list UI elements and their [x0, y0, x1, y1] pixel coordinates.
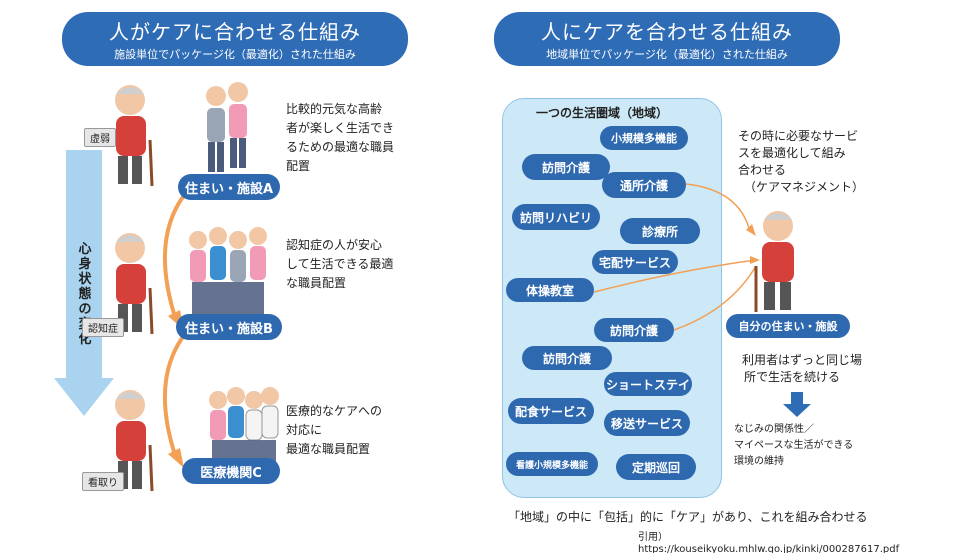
service-pill: 配食サービス	[508, 398, 594, 424]
service-pill: 移送サービス	[604, 410, 690, 436]
left-subtitle: 施設単位でパッケージ化（最適化）された仕組み	[114, 48, 356, 61]
care-management-note: その時に必要なサービスを最適化して組み合わせる（ケアマネジメント）	[738, 129, 865, 194]
stage-label-frail: 虚弱	[84, 128, 116, 147]
right-subtitle: 地域単位でパッケージ化（最適化）された仕組み	[546, 48, 788, 61]
elderly-person-icon	[115, 85, 154, 187]
service-pill: 訪問介護	[594, 318, 674, 342]
service-pill: 診療所	[620, 218, 700, 244]
service-pill: 通所介護	[602, 172, 686, 198]
service-connector-lines	[593, 183, 760, 331]
elderly-person-icon	[754, 211, 794, 312]
citation-url: https://kouseikyoku.mhlw.go.jp/kinki/000…	[638, 544, 900, 553]
service-pill: 体操教室	[506, 278, 594, 302]
right-title: 人にケアを合わせる仕組み	[541, 20, 793, 44]
stage-label-end-of-life: 看取り	[82, 472, 124, 491]
service-pill: 定期巡回	[616, 454, 696, 480]
stage-c-description: 医療的なケアへの対応に最適な職員配置	[286, 404, 383, 456]
service-pill: 訪問リハビリ	[512, 204, 600, 230]
service-pill: 訪問介護	[522, 154, 610, 180]
stage-a-description: 比較的元気な高齢者が楽しく生活できるための最適な職員配置	[286, 102, 395, 173]
service-pill: 宅配サービス	[592, 250, 678, 274]
medical-staff-icon	[209, 387, 279, 464]
state-change-arrow	[54, 150, 114, 416]
region-label: 一つの生活圏域（地域）	[536, 106, 669, 120]
stage-label-dementia: 認知症	[82, 318, 124, 337]
service-pill: ショートステイ	[604, 372, 692, 396]
stay-note: 利用者はずっと同じ場所で生活を続ける	[742, 353, 863, 384]
right-title-banner: 人にケアを合わせる仕組み 地域単位でパッケージ化（最適化）された仕組み	[494, 12, 840, 66]
stage-b-description: 認知症の人が安心して生活できる最適な職員配置	[286, 238, 394, 290]
facility-a-pill: 住まい・施設A	[178, 174, 280, 200]
down-arrow-icon	[783, 392, 811, 417]
service-pill: 訪問介護	[522, 346, 612, 370]
familiar-environment-note: なじみの関係性／マイペースな生活ができる環境の維持	[734, 424, 854, 467]
service-pill: 小規模多機能	[600, 126, 688, 150]
staff-group-icon	[206, 82, 248, 172]
bottom-caption: 「地域」の中に「包括」的に「ケア」があり、これを組み合わせる	[508, 510, 868, 524]
facility-b-pill: 住まい・施設B	[176, 314, 282, 340]
left-title-banner: 人がケアに合わせる仕組み 施設単位でパッケージ化（最適化）された仕組み	[62, 12, 408, 66]
service-pill: 看護小規模多機能	[506, 452, 598, 476]
left-title: 人がケアに合わせる仕組み	[109, 20, 361, 44]
citation-label: 引用）	[638, 532, 668, 543]
staff-group-icon	[189, 227, 267, 316]
home-facility-pill: 自分の住まい・施設	[726, 314, 850, 338]
transition-arrows	[162, 192, 187, 468]
elderly-person-icon	[115, 390, 154, 492]
facility-c-pill: 医療機関C	[182, 458, 280, 484]
